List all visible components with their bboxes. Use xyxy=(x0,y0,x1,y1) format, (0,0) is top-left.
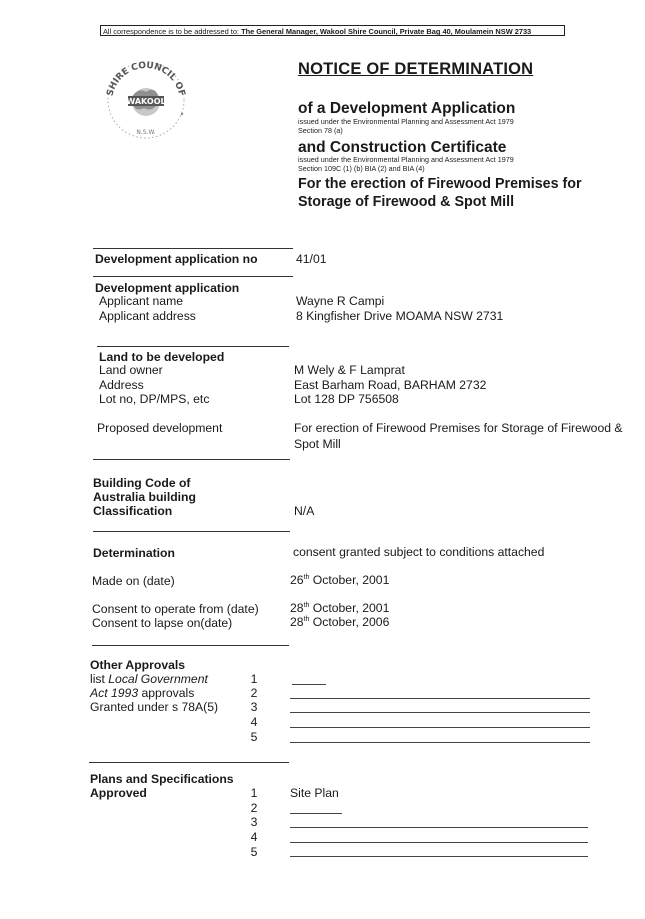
operate-from-label: Consent to operate from (date) xyxy=(92,602,259,616)
seal-bottom-text: N.S.W. xyxy=(136,129,155,136)
divider xyxy=(89,762,289,763)
plan-number: 1 xyxy=(250,786,258,800)
made-on-value: 26th October, 2001 xyxy=(290,573,390,587)
plan-blank-line xyxy=(290,813,342,814)
cc-heading: and Construction Certificate xyxy=(298,139,507,156)
plan-number: 3 xyxy=(250,815,258,829)
bca-line-3: Classification xyxy=(93,504,173,518)
da-heading: of a Development Application xyxy=(298,100,516,117)
da-no-value: 41/01 xyxy=(296,252,327,266)
other-approvals-heading: Other Approvals xyxy=(90,658,186,672)
divider xyxy=(92,645,289,646)
applicant-address-value: 8 Kingfisher Drive MOAMA NSW 2731 xyxy=(296,309,504,323)
proposed-label: Proposed development xyxy=(97,421,223,435)
lot-value: Lot 128 DP 756508 xyxy=(294,392,399,406)
approval-blank-line xyxy=(290,698,590,699)
application-heading: Development application xyxy=(95,281,240,295)
page-title: NOTICE OF DETERMINATION xyxy=(298,60,534,78)
plan-blank-line xyxy=(290,827,588,828)
other-approvals-line-3: Granted under s 78A(5) xyxy=(90,700,219,714)
plan-blank-line xyxy=(290,856,588,857)
bca-value: N/A xyxy=(294,504,315,518)
plans-heading-2: Approved xyxy=(90,786,147,800)
plan-blank-line xyxy=(290,842,588,843)
da-note-2: Section 78 (a) xyxy=(298,126,343,135)
determination-value: consent granted subject to conditions at… xyxy=(293,545,545,559)
da-no-label: Development application no xyxy=(95,252,258,266)
approval-blank-line xyxy=(290,727,590,728)
applicant-name-label: Applicant name xyxy=(99,294,184,308)
correspondence-address: The General Manager, Wakool Shire Counci… xyxy=(241,27,532,36)
proposed-value: For erection of Firewood Premises for St… xyxy=(294,421,623,451)
lapse-on-label: Consent to lapse on(date) xyxy=(92,616,233,630)
approval-number: 1 xyxy=(250,672,258,686)
land-address-value: East Barham Road, BARHAM 2732 xyxy=(294,378,487,392)
approval-blank-line xyxy=(290,742,590,743)
approval-blank-line xyxy=(292,684,326,685)
cc-note-1: issued under the Environmental Planning … xyxy=(298,155,514,164)
approval-blank-line xyxy=(290,712,590,713)
lot-label: Lot no, DP/MPS, etc xyxy=(99,392,210,406)
operate-from-value: 28th October, 2001 xyxy=(290,601,390,615)
divider xyxy=(93,459,290,460)
divider xyxy=(97,346,289,347)
cc-note-2: Section 109C (1) (b) BIA (2) and BIA (4) xyxy=(298,164,425,173)
applicant-address-label: Applicant address xyxy=(99,309,196,323)
bca-line-1: Building Code of xyxy=(93,476,191,490)
bca-line-2: Australia building xyxy=(93,490,196,504)
da-note-1: issued under the Environmental Planning … xyxy=(298,117,514,126)
made-on-label: Made on (date) xyxy=(92,574,175,588)
purpose-heading: For the erection of Firewood Premises fo… xyxy=(298,176,582,210)
divider xyxy=(93,531,290,532)
land-owner-label: Land owner xyxy=(99,363,163,377)
approval-number: 5 xyxy=(250,730,258,744)
other-approvals-line-2: Act 1993 approvals xyxy=(90,686,195,700)
lapse-on-value: 28th October, 2006 xyxy=(290,615,390,629)
approval-number: 2 xyxy=(250,686,258,700)
other-approvals-line-1: list Local Government xyxy=(90,672,208,686)
approval-number: 4 xyxy=(250,715,258,729)
council-seal: SHIRE COUNCIL OF WAKOOL N.S.W. xyxy=(98,56,194,140)
divider xyxy=(93,276,293,277)
applicant-name-value: Wayne R Campi xyxy=(296,294,385,308)
plans-heading-1: Plans and Specifications xyxy=(90,772,234,786)
land-heading: Land to be developed xyxy=(99,350,225,364)
approval-number: 3 xyxy=(250,700,258,714)
determination-label: Determination xyxy=(93,546,175,560)
divider xyxy=(93,248,293,249)
plan-number: 2 xyxy=(250,801,258,815)
correspondence-box: All correspondence is to be addressed to… xyxy=(100,25,565,36)
seal-center-text: WAKOOL xyxy=(126,97,165,106)
plan-number: 5 xyxy=(250,845,258,859)
plan-number: 4 xyxy=(250,830,258,844)
correspondence-prefix: All correspondence is to be addressed to… xyxy=(103,27,239,36)
land-owner-value: M Wely & F Lamprat xyxy=(294,363,405,377)
land-address-label: Address xyxy=(99,378,144,392)
plan-item-1: Site Plan xyxy=(290,786,339,800)
